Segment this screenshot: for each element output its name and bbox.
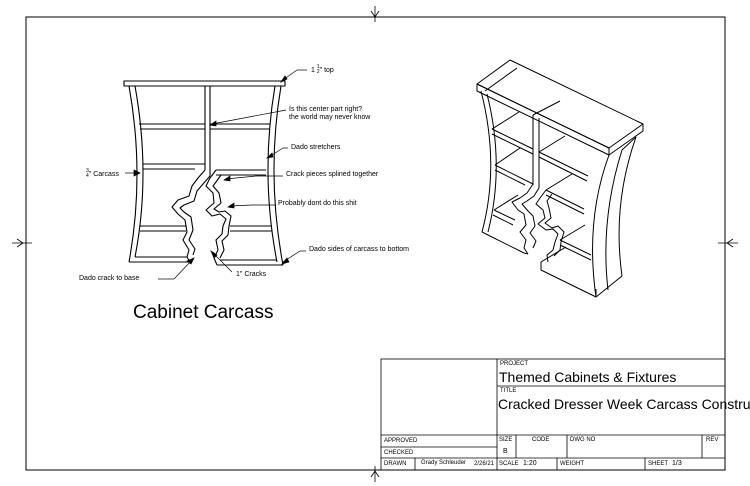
tb-drawn-by: Grady Schleuder <box>421 460 467 466</box>
callout-center-part: Is this center part right? the world may… <box>289 106 371 121</box>
isometric-view <box>476 59 644 298</box>
tb-title: Cracked Dresser Week Carcass Constructio… <box>498 396 750 412</box>
front-right-side <box>273 85 284 266</box>
tb-drawn-label: DRAWN <box>384 461 407 467</box>
sheet-border <box>25 16 726 471</box>
tb-sheet: 1/3 <box>672 460 682 467</box>
callout-dado-stretchers: Dado stretchers <box>291 144 341 151</box>
tb-sheet-label: SHEET <box>648 461 669 467</box>
front-crack-left <box>171 169 206 263</box>
front-top-board <box>123 80 286 87</box>
front-crack-right <box>205 169 227 266</box>
tb-dwg-no-label: DWG NO <box>570 437 596 443</box>
callout-dado-sides: Dado sides of carcass to bottom <box>309 246 409 253</box>
tb-title-label: TITLE <box>500 388 517 394</box>
tb-drawn-date: 2/26/21 <box>474 461 495 467</box>
tb-project: Themed Cabinets & Fixtures <box>499 369 677 385</box>
tb-code-label: CODE <box>532 437 550 443</box>
callout-dado-crack: Dado crack to base <box>79 275 140 282</box>
callout-cracks: 1" Cracks <box>236 271 267 278</box>
drawing-title: Cabinet Carcass <box>133 302 274 323</box>
iso-top <box>476 59 644 149</box>
tb-checked-label: CHECKED <box>384 450 414 456</box>
tb-project-label: PROJECT <box>500 361 529 367</box>
tb-size: B <box>503 448 508 455</box>
tb-scale-label: SCALE <box>499 461 519 467</box>
iso-right-side <box>592 154 610 298</box>
tb-size-label: SIZE <box>499 437 513 443</box>
leader-lines <box>125 69 307 280</box>
iso-crack <box>511 183 534 255</box>
tb-scale: 1:20 <box>523 460 537 467</box>
front-view <box>123 80 286 266</box>
tb-weight-label: WEIGHT <box>560 461 584 467</box>
tb-rev-label: REV <box>706 437 719 443</box>
tb-approved-label: APPROVED <box>384 438 418 444</box>
center-marks <box>12 6 738 482</box>
callout-probably: Probably dont do this shit <box>278 200 357 207</box>
callout-crack-pieces: Crack pieces splined together <box>286 171 379 178</box>
title-block <box>380 358 726 471</box>
